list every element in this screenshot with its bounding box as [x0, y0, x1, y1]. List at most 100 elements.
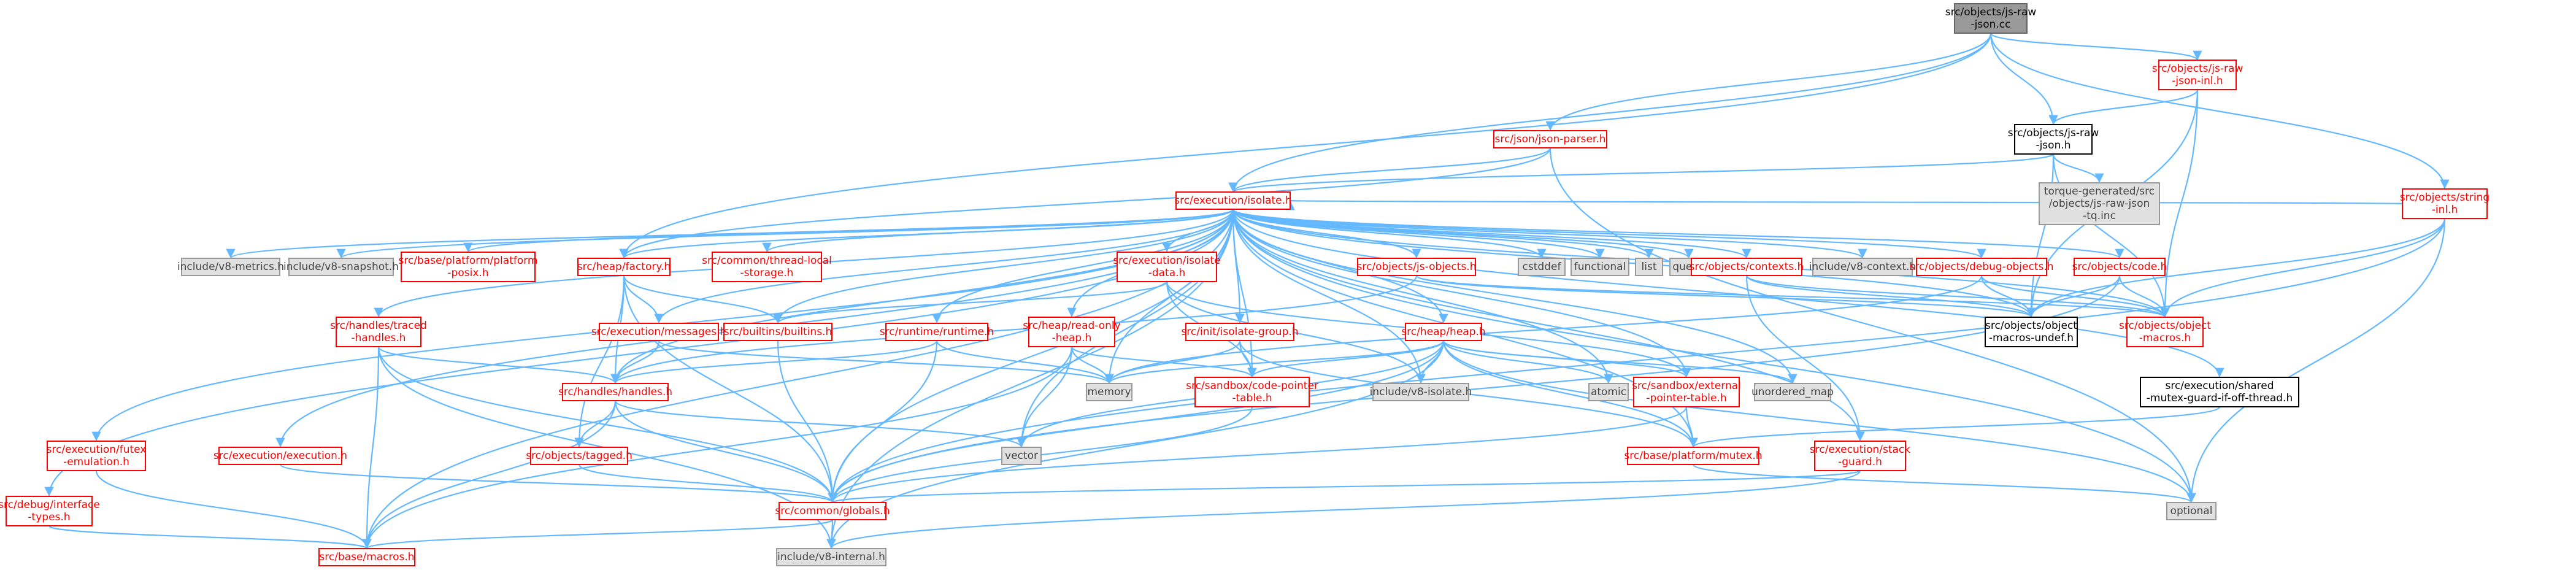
- node-box: [1814, 441, 1906, 471]
- node-label: src/handles/traced: [330, 320, 427, 332]
- node-shared-mutex[interactable]: src/execution/shared-mutex-guard-if-off-…: [2140, 377, 2299, 407]
- node-execution[interactable]: src/execution/execution.h: [213, 447, 347, 465]
- node-handles[interactable]: src/handles/handles.h: [558, 383, 672, 401]
- node-box: [181, 258, 280, 276]
- edge-futex-to-macros: [95, 470, 372, 549]
- edge-heap-to-optional: [1442, 340, 2196, 503]
- node-macros-undef[interactable]: src/objects/object-macros-undef.h: [1985, 317, 2078, 347]
- node-stack-guard[interactable]: src/execution/stack-guard.h: [1810, 441, 1910, 471]
- node-label: -table.h: [1232, 392, 1272, 404]
- node-js-objects[interactable]: src/objects/js-objects.h: [1357, 258, 1477, 276]
- edge-external_pointer-to-globals: [828, 406, 1688, 503]
- node-box: [336, 317, 421, 347]
- node-json-parser[interactable]: src/json/json-parser.h: [1493, 130, 1607, 148]
- node-list: list: [1635, 258, 1663, 276]
- node-thread-local[interactable]: src/common/thread-local-storage.h: [702, 252, 832, 282]
- node-label: -pointer-table.h: [1646, 392, 1726, 404]
- node-box: [1633, 377, 1740, 407]
- node-box: [401, 252, 536, 282]
- node-box: [1954, 3, 2028, 34]
- edge-code_pointer-to-globals: [828, 406, 1253, 503]
- edge-debug_interface-to-macros: [48, 525, 372, 550]
- node-label: src/execution/stack: [1810, 444, 1910, 456]
- node-code[interactable]: src/objects/code.h: [2072, 258, 2167, 276]
- node-label: include/v8-context.h: [1809, 261, 1917, 273]
- node-box: [599, 323, 719, 341]
- node-memory: memory: [1086, 383, 1132, 401]
- edge-heap-to-memory: [1104, 340, 1445, 384]
- node-box: [1571, 258, 1629, 276]
- node-messages[interactable]: src/execution/messages.h: [591, 323, 727, 341]
- node-torque: torque-generated/src/objects/js-raw-json…: [2039, 182, 2160, 225]
- node-external-pointer[interactable]: src/sandbox/external-pointer-table.h: [1632, 377, 1741, 407]
- node-globals[interactable]: src/common/globals.h: [775, 502, 890, 520]
- edge-heap-to-mutex: [1442, 340, 1698, 448]
- node-read-only-heap[interactable]: src/heap/read-only-heap.h: [1023, 317, 1121, 347]
- node-runtime[interactable]: src/runtime/runtime.h: [880, 323, 994, 341]
- node-box: [1405, 323, 1482, 341]
- node-macros[interactable]: src/base/macros.h: [318, 548, 415, 566]
- node-box: [2402, 188, 2488, 219]
- node-cstddef: cstddef: [1518, 258, 1566, 276]
- node-box: [2140, 377, 2299, 407]
- node-box: [1001, 447, 1042, 465]
- node-factory[interactable]: src/heap/factory.h: [577, 258, 671, 276]
- node-label: src/heap/factory.h: [577, 261, 671, 273]
- edge-handles-to-vector: [614, 400, 1026, 448]
- node-box: [2074, 258, 2166, 276]
- node-label: src/objects/contexts.h: [1690, 261, 1804, 273]
- node-label: -tq.inc: [2083, 210, 2116, 222]
- node-heap[interactable]: src/heap/heap.h: [1401, 323, 1486, 341]
- node-isolate[interactable]: src/execution/isolate.h: [1174, 191, 1292, 210]
- node-tagged[interactable]: src/objects/tagged.h: [526, 447, 632, 465]
- edge-isolate_data-to-builtins: [773, 281, 1168, 324]
- node-label: src/sandbox/external: [1632, 380, 1741, 392]
- node-functional: functional: [1571, 258, 1629, 276]
- node-box: [1117, 252, 1217, 282]
- node-label: optional: [2170, 505, 2213, 517]
- node-label: src/common/globals.h: [775, 505, 890, 517]
- node-string-inl[interactable]: src/objects/string-inl.h: [2400, 188, 2489, 219]
- node-object-macros[interactable]: src/objects/object-macros.h: [2119, 317, 2211, 347]
- node-futex[interactable]: src/execution/futex-emulation.h: [47, 441, 147, 471]
- node-isolate-group[interactable]: src/init/isolate-group.h: [1181, 323, 1299, 341]
- edge-factory-to-tagged: [574, 275, 625, 448]
- node-label: src/objects/js-raw: [2008, 127, 2099, 139]
- edge-code-to-object_macros: [2118, 275, 2170, 318]
- node-box: [1086, 383, 1132, 401]
- node-label: src/heap/read-only: [1023, 320, 1120, 332]
- edge-isolate-to-atomic: [1232, 209, 1613, 384]
- node-builtins[interactable]: src/builtins/builtins.h: [723, 323, 832, 341]
- node-label: src/builtins/builtins.h: [724, 326, 832, 338]
- node-box: [530, 447, 628, 465]
- node-json-h[interactable]: src/objects/js-raw-json.h: [2008, 124, 2099, 155]
- edge-heap-to-code_pointer: [1247, 340, 1445, 378]
- edge-factory-to-builtins: [623, 275, 783, 324]
- graph-nodes: src/objects/js-raw -json.cc src/objects/js…: [0, 3, 2489, 566]
- node-json-inl[interactable]: src/objects/js-raw-json-inl.h: [2152, 60, 2243, 90]
- node-box: [1185, 323, 1294, 341]
- node-v8-context: include/v8-context.h: [1809, 258, 1917, 276]
- node-label: -json.cc: [1971, 18, 2011, 31]
- node-mutex[interactable]: src/base/platform/mutex.h: [1624, 447, 1763, 465]
- node-label: -guard.h: [1838, 456, 1882, 468]
- node-box: [47, 441, 146, 471]
- node-label: src/objects/js-objects.h: [1357, 261, 1477, 273]
- node-contexts[interactable]: src/objects/contexts.h: [1690, 258, 1804, 276]
- node-label: src/base/platform/mutex.h: [1624, 450, 1762, 462]
- edge-json_h-to-macros_undef: [2026, 153, 2055, 318]
- node-label: include/v8-isolate.h: [1370, 386, 1472, 398]
- node-debug-objects[interactable]: src/objects/debug-objects.h: [1910, 258, 2054, 276]
- node-label: src/sandbox/code-pointer: [1186, 380, 1318, 392]
- node-box: [318, 548, 415, 566]
- node-label: -posix.h: [447, 267, 488, 279]
- edge-json_h-to-torque: [2052, 153, 2104, 183]
- node-code-pointer[interactable]: src/sandbox/code-pointer-table.h: [1186, 377, 1318, 407]
- node-isolate-data[interactable]: src/execution/isolate-data.h: [1113, 252, 1221, 282]
- node-debug-interface[interactable]: src/debug/interface-types.h: [0, 496, 100, 526]
- edge-isolate-to-platform_posix: [463, 209, 1234, 253]
- node-platform-posix[interactable]: src/base/platform/platform-posix.h: [399, 252, 538, 282]
- edge-js_objects-to-macros_undef: [1415, 275, 2036, 318]
- node-box: [776, 548, 886, 566]
- node-traced-handles[interactable]: src/handles/traced-handles.h: [330, 317, 427, 347]
